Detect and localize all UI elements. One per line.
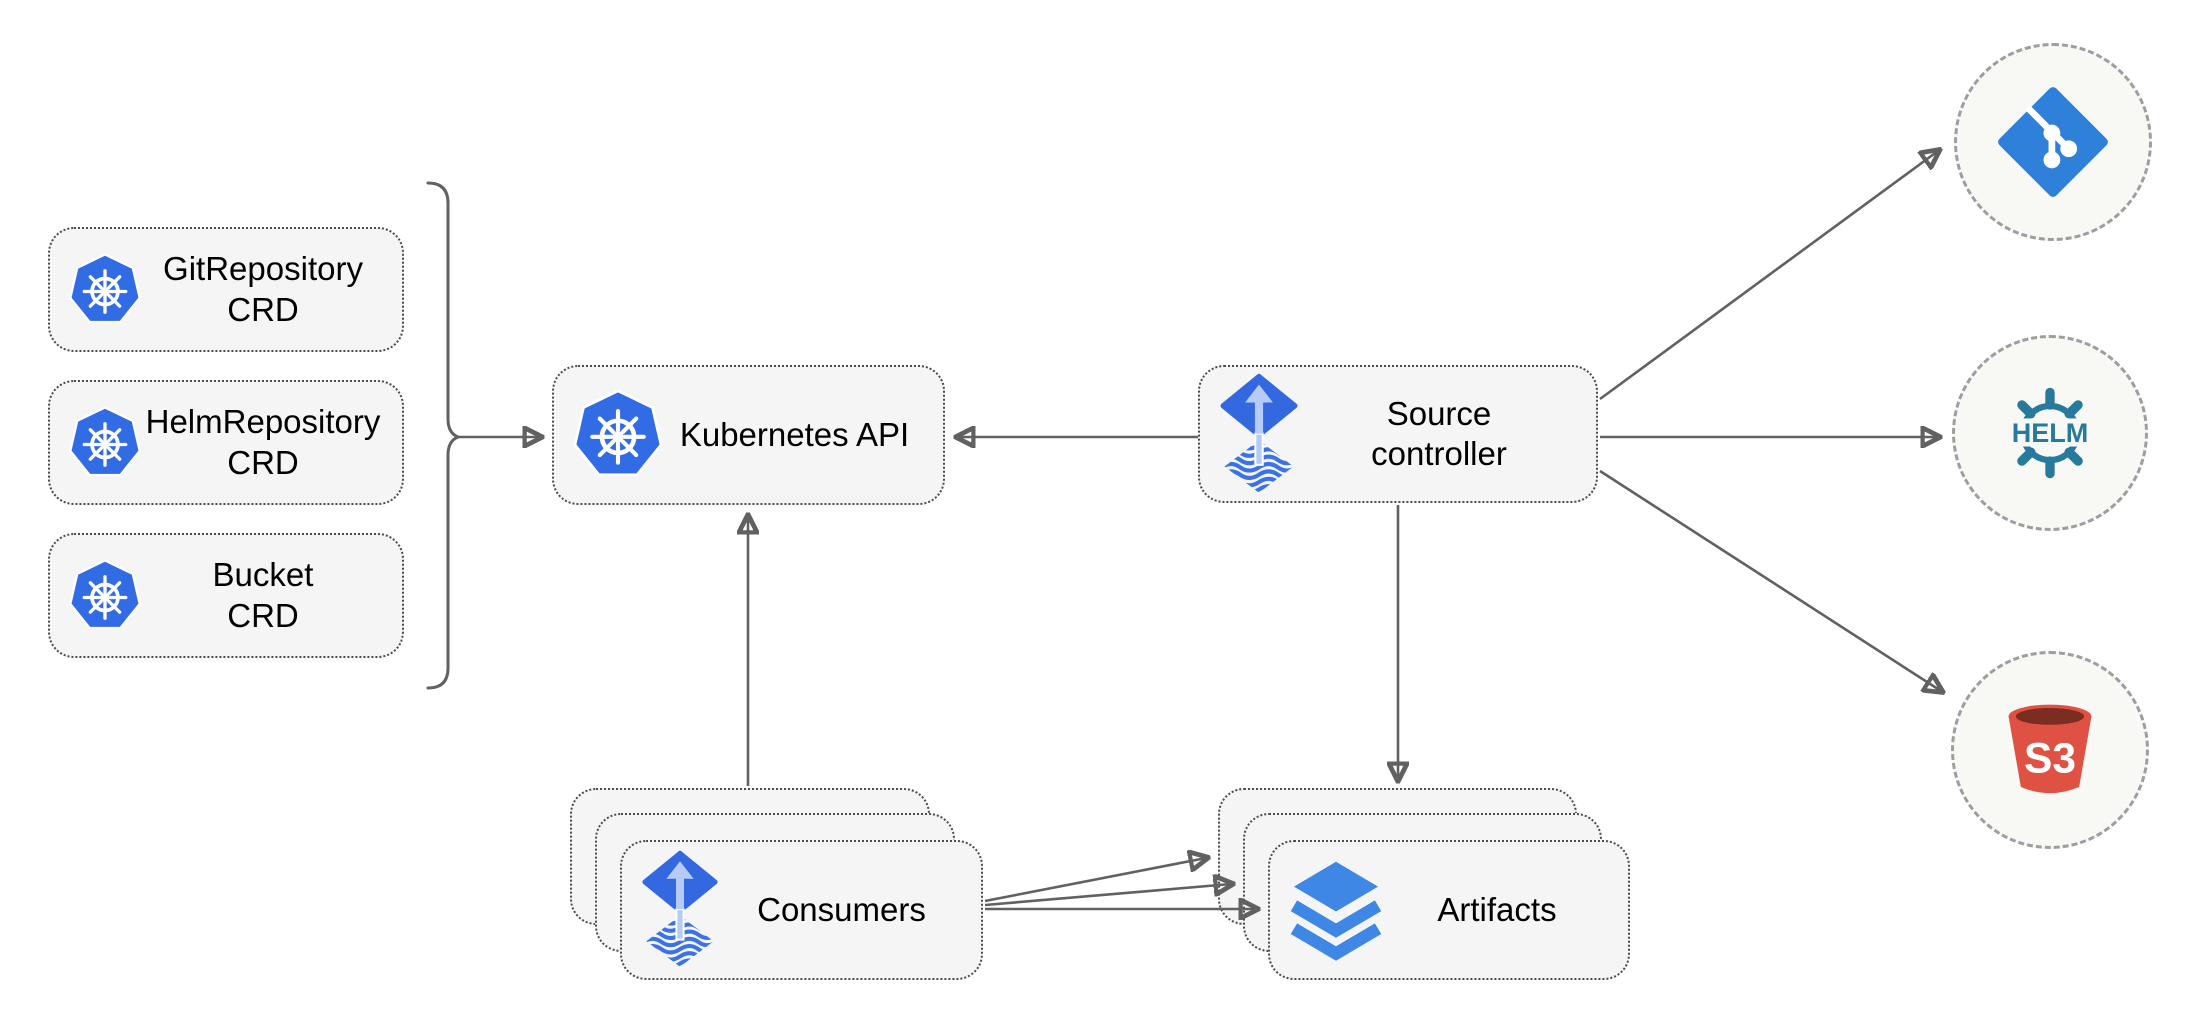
git-icon	[1998, 87, 2108, 197]
layers-icon	[1288, 856, 1384, 965]
kubernetes-icon	[572, 389, 664, 481]
s3-label: S3	[2024, 734, 2076, 782]
bucket-crd-label: Bucket CRD	[142, 555, 384, 636]
helm-source-circle: HELM	[1952, 335, 2148, 531]
label-line: Source	[1386, 394, 1492, 432]
crd-group-brace	[426, 181, 463, 690]
arrow-source-controller-to-s3	[1599, 469, 1941, 691]
label-line: CRD	[227, 596, 299, 634]
label-line: HelmRepository	[145, 403, 381, 441]
helmrepository-crd-label: HelmRepository CRD	[142, 402, 384, 483]
label-line: GitRepository	[163, 250, 363, 288]
kubernetes-icon	[68, 253, 142, 327]
gitrepository-crd-node: GitRepository CRD	[48, 227, 404, 352]
helmrepository-crd-node: HelmRepository CRD	[48, 380, 404, 505]
consumers-node: Consumers	[620, 840, 983, 980]
label-line: CRD	[227, 443, 299, 481]
label-line: CRD	[227, 290, 299, 328]
arrow-consumers-to-artifacts-middle	[984, 884, 1231, 907]
source-controller-node: Source controller	[1198, 365, 1598, 503]
git-source-circle	[1954, 43, 2152, 241]
label-line: Bucket	[212, 556, 314, 594]
gitrepository-crd-label: GitRepository CRD	[142, 249, 384, 330]
label-line: controller	[1371, 435, 1507, 472]
kubernetes-api-node: Kubernetes API	[552, 365, 945, 505]
kubernetes-icon	[68, 406, 142, 480]
s3-bucket-icon: S3	[2008, 704, 2092, 794]
artifacts-node: Artifacts	[1268, 840, 1630, 980]
s3-source-circle: S3	[1951, 651, 2149, 849]
helm-icon: HELM	[1998, 387, 2102, 479]
flux-icon	[640, 850, 720, 970]
arrow-consumers-to-artifacts-back	[984, 858, 1206, 903]
kubernetes-icon	[68, 559, 142, 633]
consumers-label: Consumers	[757, 890, 926, 928]
artifacts-label: Artifacts	[1437, 890, 1557, 928]
bucket-crd-node: Bucket CRD	[48, 533, 404, 658]
arrow-source-controller-to-git	[1599, 151, 1938, 401]
flux-icon	[1218, 373, 1300, 496]
helm-label: HELM	[2012, 418, 2089, 448]
source-controller-label: Source controller	[1300, 394, 1578, 475]
kubernetes-api-label: Kubernetes API	[679, 415, 910, 453]
